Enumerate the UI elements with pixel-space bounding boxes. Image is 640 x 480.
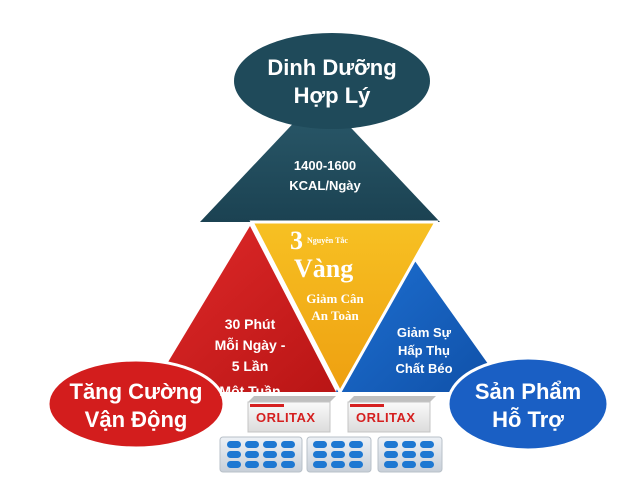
right-info-line3: Chất Béo	[395, 361, 453, 376]
right-info-line2: Hấp Thụ	[398, 343, 450, 358]
left-title-line2: Vận Động	[84, 407, 188, 432]
center-word: Vàng	[294, 254, 354, 283]
top-info: 1400-1600 KCAL/Ngày	[270, 156, 380, 196]
right-title-line1: Sản Phẩm	[474, 379, 582, 404]
top-ellipse	[234, 33, 430, 129]
blister-pack-center	[306, 436, 372, 473]
left-triangle	[150, 226, 336, 392]
left-info-line4: Một Tuần	[219, 383, 281, 399]
center-subtitle-line1: Giảm Cân	[306, 291, 364, 306]
top-info-line2: KCAL/Ngày	[289, 178, 361, 193]
right-title-line2: Hỗ Trợ	[492, 407, 564, 432]
left-title-line1: Tăng Cường	[69, 379, 203, 404]
product-box-left	[247, 396, 336, 433]
top-triangle	[200, 95, 440, 222]
top-info-line1: 1400-1600	[293, 158, 357, 173]
product-box-right-label: ORLITAX	[356, 410, 416, 425]
blister-pack-right	[377, 436, 443, 473]
center-number: 3	[290, 226, 303, 255]
left-info-line3: 5 Lần	[231, 358, 269, 374]
top-title-line2: Hợp Lý	[293, 83, 371, 108]
right-ellipse	[446, 356, 610, 452]
center-triangle	[249, 220, 439, 396]
center-subtitle-line2: An Toàn	[311, 308, 359, 323]
left-info: 30 Phút Mỗi Ngày - 5 Lần Một Tuần	[200, 314, 300, 402]
right-info: Giảm Sự Hấp Thụ Chất Béo	[372, 324, 476, 378]
left-title: Tăng Cường Vận Động	[56, 378, 216, 434]
left-info-line2: Mỗi Ngày -	[214, 337, 286, 353]
blister-pack-left	[219, 436, 303, 473]
product-box-left-label: ORLITAX	[256, 410, 316, 425]
center-small-text: Nguyên Tắc	[307, 236, 348, 245]
right-info-line1: Giảm Sự	[396, 325, 452, 340]
center-heading: 3 Nguyên Tắc	[290, 226, 390, 256]
left-ellipse	[46, 358, 226, 450]
top-title-line1: Dinh Dưỡng	[267, 55, 397, 80]
product-box-right	[347, 396, 436, 433]
left-info-line1: 30 Phút	[224, 316, 276, 332]
right-title: Sản Phẩm Hỗ Trợ	[454, 378, 602, 434]
top-title: Dinh Dưỡng Hợp Lý	[244, 54, 420, 110]
product-image	[219, 396, 443, 473]
center-subtitle: Giảm Cân An Toàn	[290, 290, 380, 324]
